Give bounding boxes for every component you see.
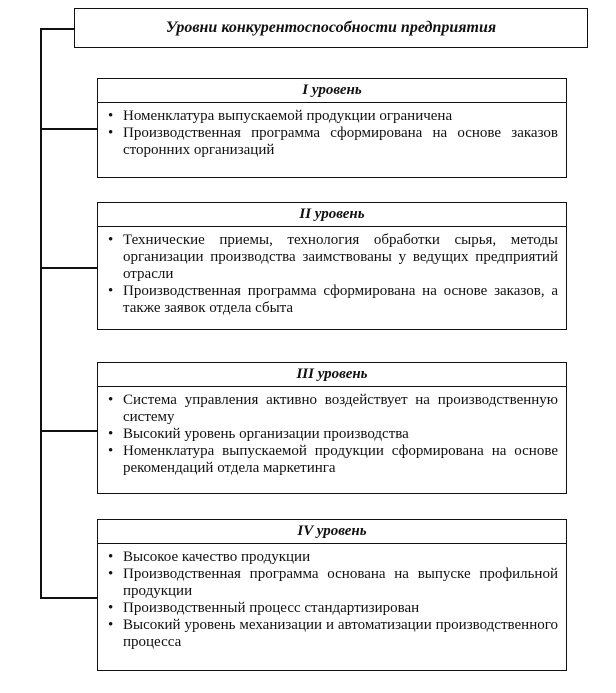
level-1-label: I уровень <box>98 79 566 103</box>
level-2-connector <box>40 267 98 269</box>
level-2-box: II уровень • Технические приемы, техноло… <box>97 202 567 330</box>
bullet-icon: • <box>108 549 114 565</box>
level-4-item: • Высокое качество продукции <box>108 549 558 566</box>
level-4-connector <box>40 597 98 599</box>
level-2-item: • Производственная программа сформирован… <box>108 283 558 317</box>
level-4-item: • Производственная программа основана на… <box>108 566 558 600</box>
level-1-items: • Номенклатура выпускаемой продукции огр… <box>98 103 566 163</box>
level-2-item: • Технические приемы, технология обработ… <box>108 232 558 283</box>
level-4-item-text: Высокое качество продукции <box>123 549 311 565</box>
level-2-items: • Технические приемы, технология обработ… <box>98 227 566 321</box>
level-2-item-text: Производственная программа сформирована … <box>123 283 558 316</box>
trunk-line <box>40 28 42 599</box>
diagram-title: Уровни конкурентоспособности предприятия <box>74 8 588 48</box>
bullet-icon: • <box>108 617 114 633</box>
level-2-item-text: Технические приемы, технология обработки… <box>123 232 558 282</box>
level-1-connector <box>40 128 98 130</box>
level-1-item-text: Номенклатура выпускаемой продукции огран… <box>123 108 453 124</box>
level-3-box: III уровень • Система управления активно… <box>97 362 567 494</box>
level-3-item-text: Номенклатура выпускаемой продукции сформ… <box>123 443 558 476</box>
level-3-item: • Высокий уровень организации производст… <box>108 426 558 443</box>
level-3-item: • Система управления активно воздействуе… <box>108 392 558 426</box>
bullet-icon: • <box>108 125 114 141</box>
level-3-label: III уровень <box>98 363 566 387</box>
level-4-item-text: Производственный процесс стандартизирова… <box>123 600 420 616</box>
level-4-item: • Высокий уровень механизации и автомати… <box>108 617 558 651</box>
level-3-item: • Номенклатура выпускаемой продукции сфо… <box>108 443 558 477</box>
level-4-box: IV уровень • Высокое качество продукции … <box>97 519 567 671</box>
level-4-item-text: Высокий уровень механизации и автоматиза… <box>123 617 558 650</box>
bullet-icon: • <box>108 566 114 582</box>
level-1-box: I уровень • Номенклатура выпускаемой про… <box>97 78 567 178</box>
bullet-icon: • <box>108 443 114 459</box>
bullet-icon: • <box>108 600 114 616</box>
level-4-item-text: Производственная программа основана на в… <box>123 566 558 599</box>
level-2-label: II уровень <box>98 203 566 227</box>
level-4-item: • Производственный процесс стандартизиро… <box>108 600 558 617</box>
bullet-icon: • <box>108 392 114 408</box>
level-4-items: • Высокое качество продукции • Производс… <box>98 544 566 655</box>
level-1-item-text: Производственная программа сформирована … <box>123 125 558 158</box>
level-3-item-text: Высокий уровень организации производства <box>123 426 409 442</box>
level-4-label: IV уровень <box>98 520 566 544</box>
title-connector <box>40 28 75 30</box>
level-3-connector <box>40 430 98 432</box>
bullet-icon: • <box>108 108 114 124</box>
bullet-icon: • <box>108 232 114 248</box>
level-1-item: • Номенклатура выпускаемой продукции огр… <box>108 108 558 125</box>
level-3-item-text: Система управления активно воздействует … <box>123 392 558 425</box>
bullet-icon: • <box>108 283 114 299</box>
level-1-item: • Производственная программа сформирован… <box>108 125 558 159</box>
level-3-items: • Система управления активно воздействуе… <box>98 387 566 481</box>
bullet-icon: • <box>108 426 114 442</box>
